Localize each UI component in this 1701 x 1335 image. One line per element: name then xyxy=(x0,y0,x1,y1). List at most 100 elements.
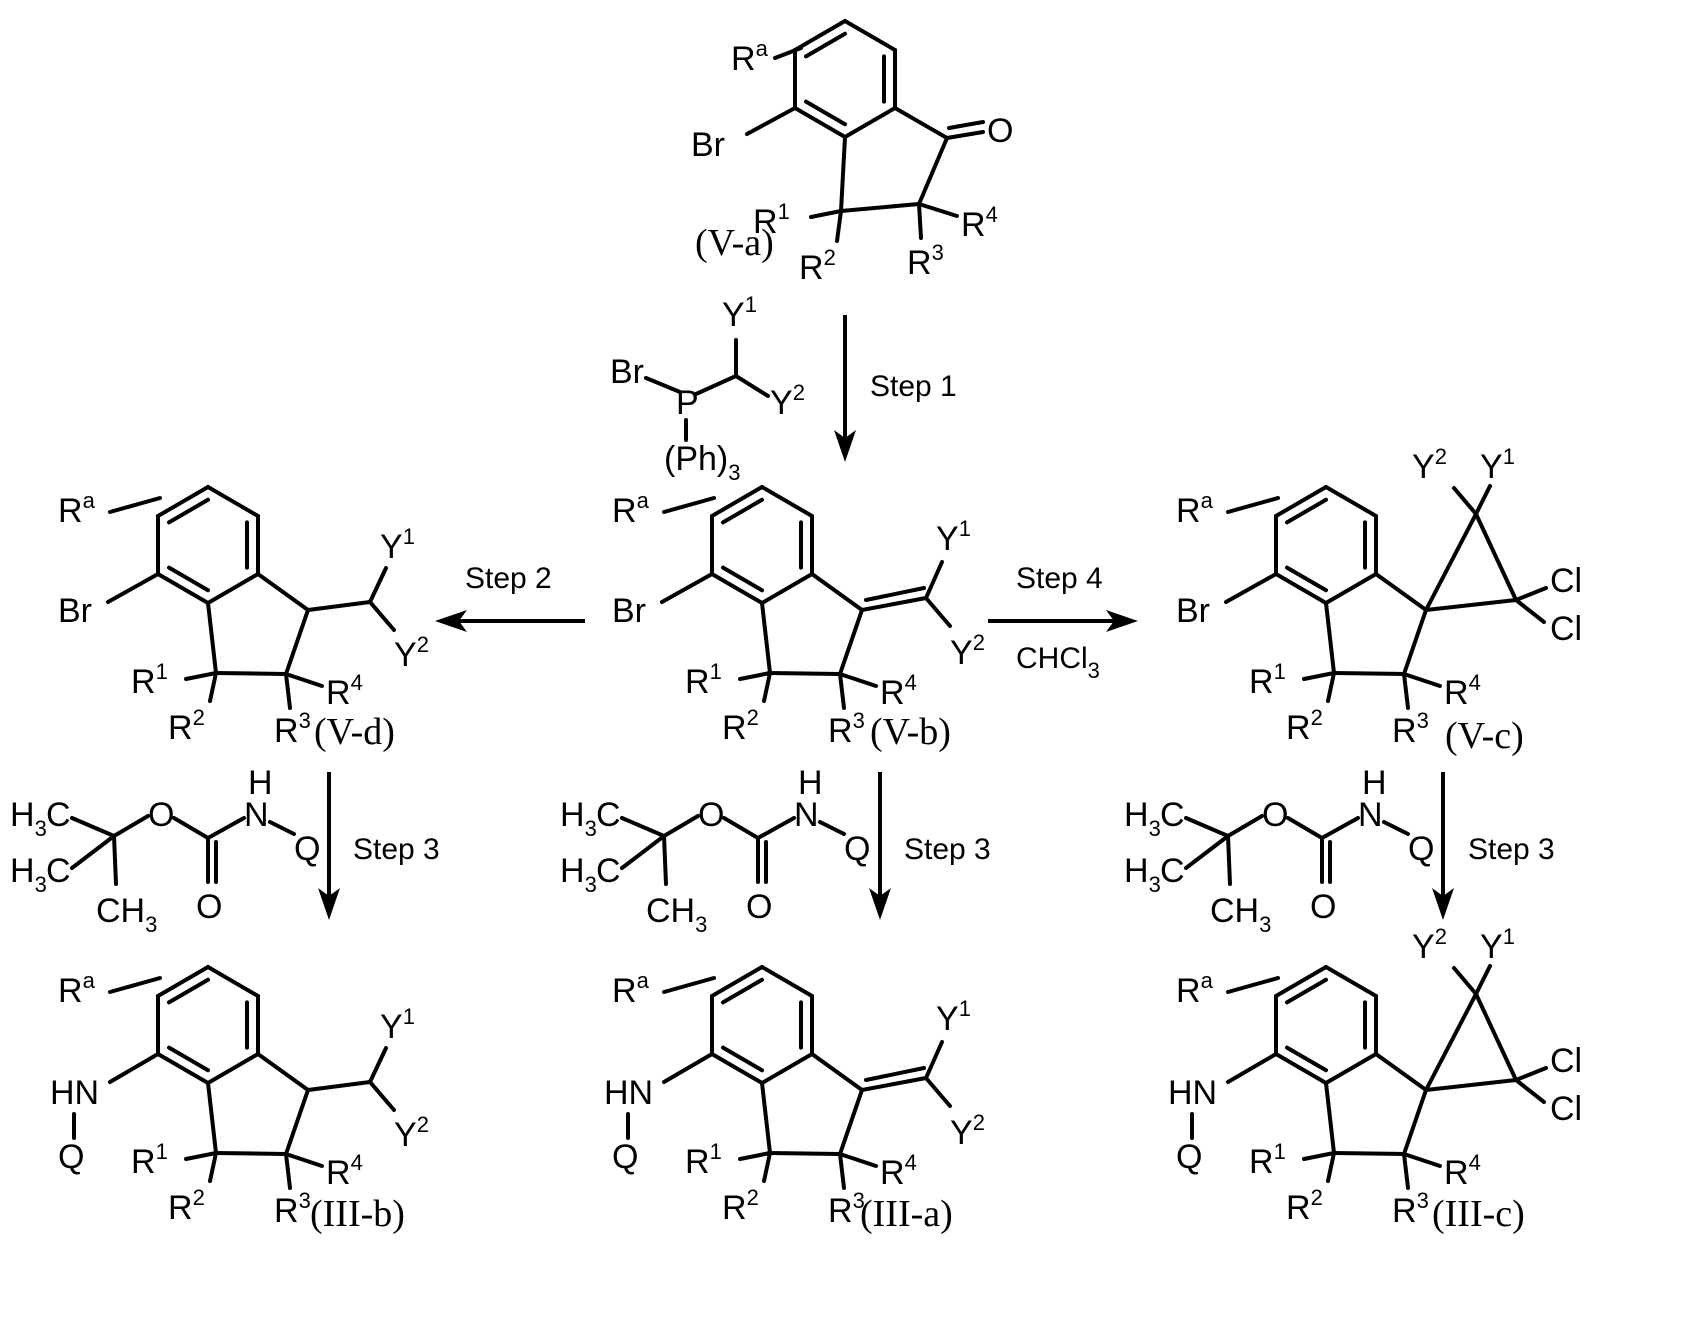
bond xyxy=(1186,836,1228,868)
y1-substituent: Y1 xyxy=(1480,444,1515,486)
bond xyxy=(1334,673,1404,674)
atom-label: C xyxy=(596,852,621,890)
amine-nh: HN xyxy=(1168,1074,1217,1112)
bond xyxy=(174,818,208,838)
ester-oxygen: O xyxy=(698,796,724,834)
aromatic-bond xyxy=(1287,568,1326,591)
aromatic-bond xyxy=(169,500,208,523)
bond xyxy=(919,204,957,216)
bond xyxy=(208,818,244,838)
chlorine-atom: Cl xyxy=(1550,610,1582,648)
q-group: Q xyxy=(612,1138,638,1176)
bond xyxy=(286,610,308,674)
atom-label: C xyxy=(1160,852,1185,890)
bond xyxy=(286,674,322,686)
bond xyxy=(812,574,862,610)
bond xyxy=(208,967,258,996)
aromatic-bond xyxy=(723,568,762,591)
label-V-a: (V-a) xyxy=(695,222,774,264)
r2-substituent: R2 xyxy=(168,1185,205,1227)
bond xyxy=(949,122,983,128)
step3-arrow-right xyxy=(1432,772,1454,920)
methyl-group: H3 xyxy=(560,796,597,841)
bond xyxy=(208,603,216,673)
r4-substituent: R4 xyxy=(880,670,917,712)
chlorine-atom: Cl xyxy=(1550,1042,1582,1080)
step2-label: Step 2 xyxy=(465,562,552,595)
label-V-d: (V-d) xyxy=(314,711,395,753)
aromatic-bond xyxy=(723,980,762,1003)
step3-label-left: Step 3 xyxy=(353,833,440,866)
r4-substituent: R4 xyxy=(961,202,998,244)
aromatic-bond xyxy=(723,1048,762,1071)
bond xyxy=(1276,487,1326,516)
bromine-atom: Br xyxy=(58,592,92,630)
bond xyxy=(1476,514,1516,600)
ra-substituent: Ra xyxy=(58,968,96,1010)
carbonyl-oxygen: O xyxy=(196,888,222,926)
carbonyl-oxygen: O xyxy=(746,888,772,926)
bond xyxy=(740,1153,770,1159)
bond xyxy=(926,562,942,598)
bond xyxy=(837,211,841,241)
bond xyxy=(840,1154,876,1166)
bond xyxy=(712,574,762,603)
bond xyxy=(370,568,386,602)
ra-bond xyxy=(110,978,160,992)
atom-label: C xyxy=(46,796,71,834)
atom-label: C xyxy=(46,852,71,890)
bond xyxy=(845,108,895,137)
bond xyxy=(286,674,290,708)
bond xyxy=(158,574,208,603)
bond xyxy=(1476,486,1490,514)
bond xyxy=(1404,674,1408,708)
bond xyxy=(770,1153,840,1154)
bond xyxy=(664,836,666,884)
r1-substituent: R1 xyxy=(685,659,722,701)
ra-bond xyxy=(775,48,801,58)
aromatic-bond xyxy=(1287,500,1326,523)
methyl-group: CH3 xyxy=(1210,892,1271,937)
bond xyxy=(158,1054,208,1083)
bond xyxy=(1404,1154,1408,1188)
ra-bond xyxy=(1228,498,1278,512)
r4-substituent: R4 xyxy=(326,1150,363,1192)
bond xyxy=(762,487,812,516)
step4-arrow xyxy=(988,610,1138,632)
bond xyxy=(622,818,664,836)
r3-substituent: R3 xyxy=(274,708,311,750)
y2-substituent: Y2 xyxy=(1412,444,1447,486)
bond xyxy=(1276,1054,1326,1083)
bond xyxy=(1516,1080,1544,1102)
bond xyxy=(947,132,983,138)
y1-substituent: Y1 xyxy=(380,524,415,566)
bond xyxy=(762,967,812,996)
bond xyxy=(158,487,208,516)
bond xyxy=(1426,600,1516,610)
bond xyxy=(72,836,114,868)
methyl-group: CH3 xyxy=(646,892,707,937)
phosphorus-atom: P xyxy=(676,384,699,422)
bond xyxy=(1228,1054,1276,1082)
compound-III-b: RaHNQR1R2R4R3Y1Y2 xyxy=(50,967,429,1230)
bond xyxy=(1328,673,1334,701)
bond xyxy=(1322,818,1358,838)
boc-reagent-left: H3CH3CCH3OONHQ xyxy=(10,764,320,937)
bond xyxy=(216,673,286,674)
bond xyxy=(258,574,308,610)
bond xyxy=(1454,488,1476,514)
chlorine-atom: Cl xyxy=(1550,1090,1582,1128)
y1-substituent: Y1 xyxy=(722,292,757,334)
bromine-atom: Br xyxy=(1176,592,1210,630)
aromatic-bond xyxy=(806,34,845,57)
bond xyxy=(1334,1153,1404,1154)
methyl-group: CH3 xyxy=(96,892,157,937)
bond xyxy=(1276,967,1326,996)
ra-substituent: Ra xyxy=(58,488,96,530)
r1-substituent: R1 xyxy=(685,1139,722,1181)
q-group: Q xyxy=(1408,830,1434,868)
methyl-group: H3 xyxy=(10,796,47,841)
bond xyxy=(286,1090,308,1154)
bond xyxy=(1326,1054,1376,1083)
compound-V-c: RaBrR1R2R4R3Y2Y1ClCl xyxy=(1176,444,1582,750)
